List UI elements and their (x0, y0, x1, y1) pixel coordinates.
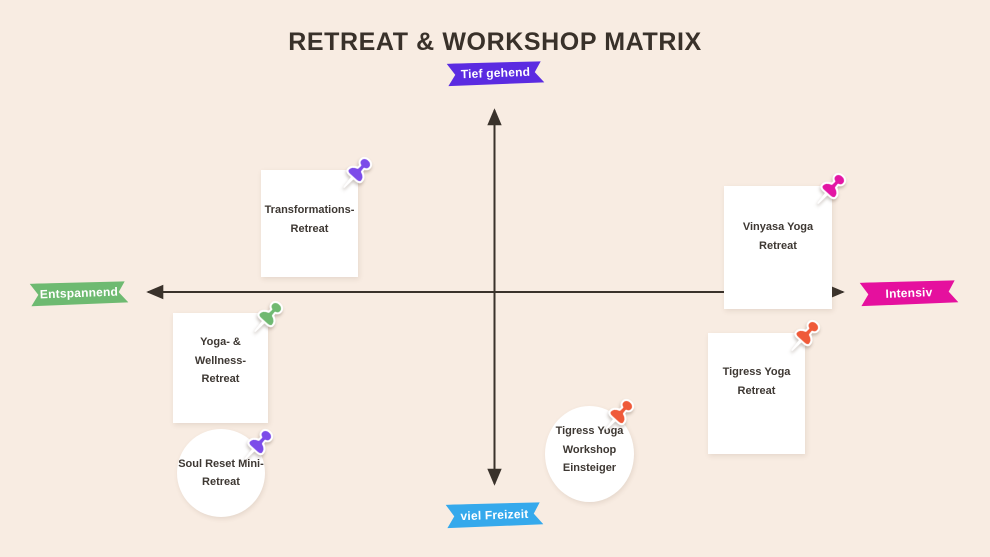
note-label: Yoga- & Wellness- Retreat (195, 333, 246, 389)
note-tigress-yoga-retreat: Tigress Yoga Retreat (708, 319, 821, 454)
axis-label-right: Intensiv (885, 284, 933, 301)
note-label-line: Soul Reset Mini- (178, 457, 264, 470)
note-label-line: Transformations- (264, 204, 355, 216)
note-label-line: Einsteiger (562, 462, 617, 475)
ribbon-shape (29, 281, 129, 307)
note-soul-reset-mini-retreat: Soul Reset Mini- Retreat (177, 428, 274, 517)
axis-banner-right: Intensiv (859, 279, 959, 307)
ribbon-shape (445, 502, 544, 529)
ribbon-shape (859, 280, 959, 307)
push-pin-icon (244, 428, 274, 460)
note-yoga-wellness-retreat: Yoga- & Wellness- Retreat (173, 300, 284, 423)
note-label: Transformations- Retreat (265, 201, 355, 238)
note-label: Soul Reset Mini- Retreat (178, 455, 264, 492)
note-label-line: Vinyasa Yoga (742, 221, 814, 233)
axis-banner-bottom: viel Freizeit (445, 501, 544, 529)
push-pin-icon (343, 156, 373, 188)
note-transformations-retreat: Transformations- Retreat (261, 156, 373, 277)
push-pin-icon (817, 172, 847, 204)
note-label: Tigress Yoga Retreat (723, 363, 791, 400)
note-label: Tigress Yoga Workshop Einsteiger (556, 422, 624, 478)
note-label-line: Retreat (202, 476, 240, 488)
note-label-line: Retreat (759, 239, 797, 252)
axis-label-bottom: viel Freizeit (460, 506, 529, 523)
note-label-line: Retreat (201, 373, 240, 386)
note-label-line: Workshop (562, 443, 617, 456)
note-label-line: Wellness- (194, 354, 247, 367)
note-label-line: Retreat (737, 384, 776, 397)
page-title: RETREAT & WORKSHOP MATRIX (288, 28, 702, 56)
push-pin-icon (791, 319, 821, 351)
note-label-line: Tigress Yoga (722, 366, 791, 378)
note-label-line: Retreat (290, 222, 329, 235)
axis-banner-top: Tief gehend (446, 60, 545, 87)
axis-label-left: Entspannend (39, 284, 119, 302)
note-label: Vinyasa Yoga Retreat (743, 218, 813, 255)
push-pin-icon (254, 300, 284, 332)
ribbon-shape (446, 61, 545, 87)
note-label-line: Yoga- & (200, 336, 241, 349)
note-tigress-yoga-workshop-einsteiger: Tigress Yoga Workshop Einsteiger (545, 398, 635, 502)
axis-banner-left: Entspannend (29, 280, 129, 307)
push-pin-icon (605, 398, 635, 430)
axis-label-top: Tief gehend (460, 64, 531, 82)
note-vinyasa-yoga-retreat: Vinyasa Yoga Retreat (724, 172, 847, 309)
